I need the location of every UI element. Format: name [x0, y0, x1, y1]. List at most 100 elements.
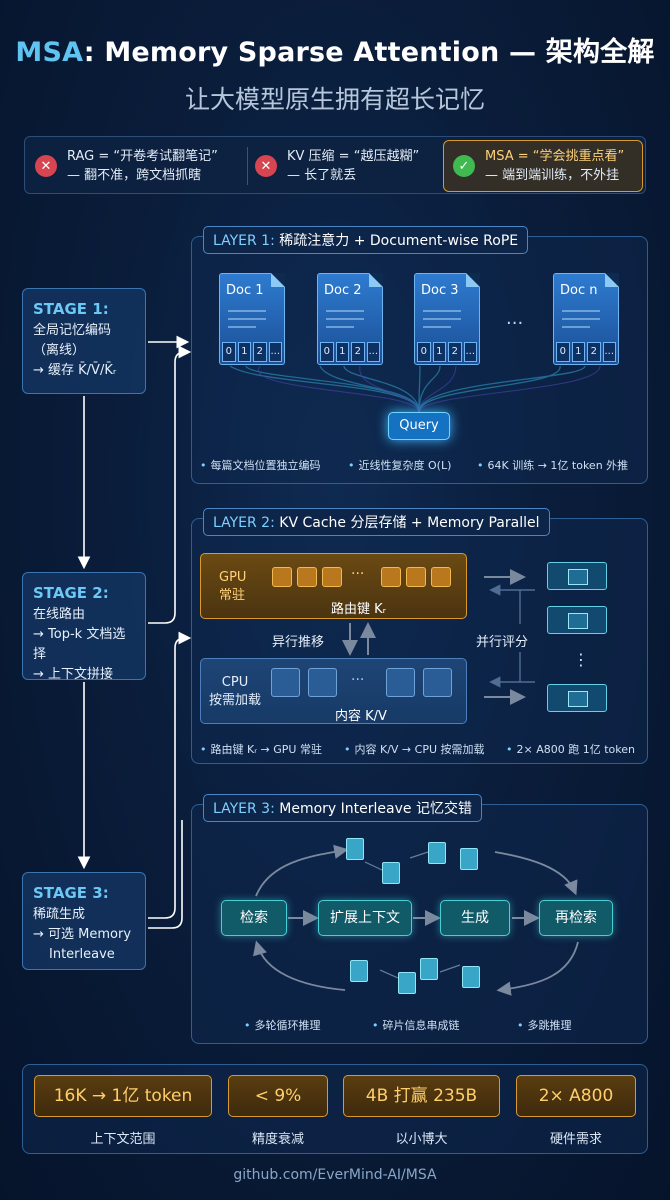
pos-cell: 2 [587, 342, 601, 362]
re-retrieve-step: 再检索 [539, 900, 613, 936]
pos-cell: ... [602, 342, 616, 362]
layer-2-note: •路由键 Kᵣ → GPU 常驻 [200, 743, 322, 756]
doc-label: Doc 2 [324, 283, 362, 298]
gpu-label-line: GPU [219, 570, 247, 585]
github-link[interactable]: github.com/EverMind-AI/MSA [233, 1167, 437, 1183]
comparison-line1: KV 压缩 = “越压越糊” [287, 149, 420, 164]
layer-3-note: •碎片信息串成链 [372, 1019, 460, 1032]
stage-line: （离线） [33, 343, 86, 358]
pos-cell: 2 [448, 342, 462, 362]
query-node: Query [388, 412, 450, 440]
layer-tag-head: LAYER 2: [213, 515, 275, 531]
comparison-line2: — 端到端训练，不外挂 [485, 168, 620, 183]
doc-fragment-icon [428, 842, 446, 864]
title-rest: : Memory Sparse Attention — 架构全解 [83, 37, 655, 68]
doc-fragment-icon [382, 862, 400, 884]
doc-text-line [228, 326, 256, 328]
stage-line: → Top-k 文档选择 [33, 627, 126, 662]
docs-ellipsis: ... [506, 308, 524, 329]
doc-label: Doc 3 [421, 283, 459, 298]
pos-cell: 2 [253, 342, 267, 362]
layer-3-note: •多轮循环推理 [244, 1019, 321, 1032]
pos-cell: ... [268, 342, 282, 362]
pos-cell: 0 [417, 342, 431, 362]
stage-title: STAGE 2: [33, 584, 109, 602]
layer-3-tag: LAYER 3: Memory Interleave 记忆交错 [203, 794, 482, 822]
pos-cell: ... [366, 342, 380, 362]
stat-caption: 精度衰减 [251, 1132, 304, 1147]
cpu-sub-label: 内容 K/V [335, 709, 387, 724]
layer-1-note: •近线性复杂度 O(L) [348, 459, 452, 472]
stat-accuracy-drop: < 9% [228, 1075, 328, 1117]
note-text: 路由键 Kᵣ → GPU 常驻 [210, 743, 322, 756]
divider [247, 147, 248, 185]
layer-2-note: •2× A800 跑 1亿 token [506, 743, 635, 756]
gpu-cell [297, 567, 317, 587]
gpu-chip-icon [547, 684, 607, 712]
stat-caption: 硬件需求 [549, 1132, 602, 1147]
layer-1-note: •每篇文档位置独立编码 [200, 459, 321, 472]
cpu-cell [308, 668, 337, 697]
comparison-line2: — 翻不准，跨文档抓瞎 [67, 168, 202, 183]
layer-tag-body: Memory Interleave 记忆交错 [279, 801, 472, 817]
gpu-cell [381, 567, 401, 587]
layer-1-tag: LAYER 1: 稀疏注意力 + Document-wise RoPE [203, 226, 529, 254]
retrieve-step: 检索 [221, 900, 287, 936]
comparison-bar: ✕ RAG = “开卷考试翻笔记” — 翻不准，跨文档抓瞎 ✕ KV 压缩 = “… [24, 136, 646, 194]
comparison-line1: RAG = “开卷考试翻笔记” [67, 149, 218, 164]
expand-context-step: 扩展上下文 [318, 900, 412, 936]
check-icon: ✓ [453, 155, 475, 177]
cross-icon: ✕ [255, 155, 277, 177]
doc-text-line [423, 326, 451, 328]
pos-cell: 0 [556, 342, 570, 362]
stage-line: 在线路由 [33, 607, 86, 622]
page-subtitle: 让大模型原生拥有超长记忆 [184, 85, 485, 114]
layer-3-note: •多跳推理 [517, 1019, 572, 1032]
note-text: 多跳推理 [527, 1019, 572, 1032]
parallel-label: 并行评分 [476, 635, 529, 650]
pos-cell: 1 [237, 342, 251, 362]
doc-fragment-icon [462, 966, 480, 988]
pos-cell: 1 [571, 342, 585, 362]
doc-fragment-icon [460, 848, 478, 870]
async-label: 异行推移 [272, 635, 325, 650]
doc-text-line [423, 318, 461, 320]
cpu-cell [386, 668, 415, 697]
doc-text-line [228, 318, 266, 320]
gpu-sub-label: 路由键 Kᵣ [331, 602, 387, 617]
gpu-cell [322, 567, 342, 587]
stat-hardware: 2× A800 [516, 1075, 636, 1117]
gpu-chip-icon [547, 606, 607, 634]
stat-context-range: 16K → 1亿 token [34, 1075, 212, 1117]
stat-caption: 以小博大 [395, 1132, 448, 1147]
pos-cell: ... [463, 342, 477, 362]
pos-cell: 2 [351, 342, 365, 362]
note-text: 2× A800 跑 1亿 token [516, 743, 635, 756]
layer-tag-head: LAYER 1: [213, 233, 275, 249]
doc-label: Doc 1 [226, 283, 264, 298]
doc-text-line [423, 310, 461, 312]
stage-3: STAGE 3: 稀疏生成 → 可选 Memory Interleave [22, 872, 146, 970]
gpu-cell [272, 567, 292, 587]
doc-corner [369, 273, 383, 287]
page-title: MSA: Memory Sparse Attention — 架构全解 [0, 30, 670, 69]
pos-cell: 1 [335, 342, 349, 362]
cpu-cell [271, 668, 300, 697]
comparison-kv: ✕ KV 压缩 = “越压越糊”— 长了就丢 [255, 137, 419, 195]
chip-core [568, 569, 588, 585]
doc-fragment-icon [398, 972, 416, 994]
layer-tag-body: 稀疏注意力 + Document-wise RoPE [279, 233, 519, 249]
comparison-line1: MSA = “学会挑重点看” [485, 149, 625, 164]
doc-text-line [326, 310, 364, 312]
cpu-cells-ellipsis: ··· [351, 672, 365, 688]
note-text: 内容 K/V → CPU 按需加载 [354, 743, 485, 756]
chips-ellipsis: ⋮ [573, 650, 589, 669]
doc-text-line [228, 310, 266, 312]
gpu-cells-ellipsis: ··· [351, 566, 365, 582]
